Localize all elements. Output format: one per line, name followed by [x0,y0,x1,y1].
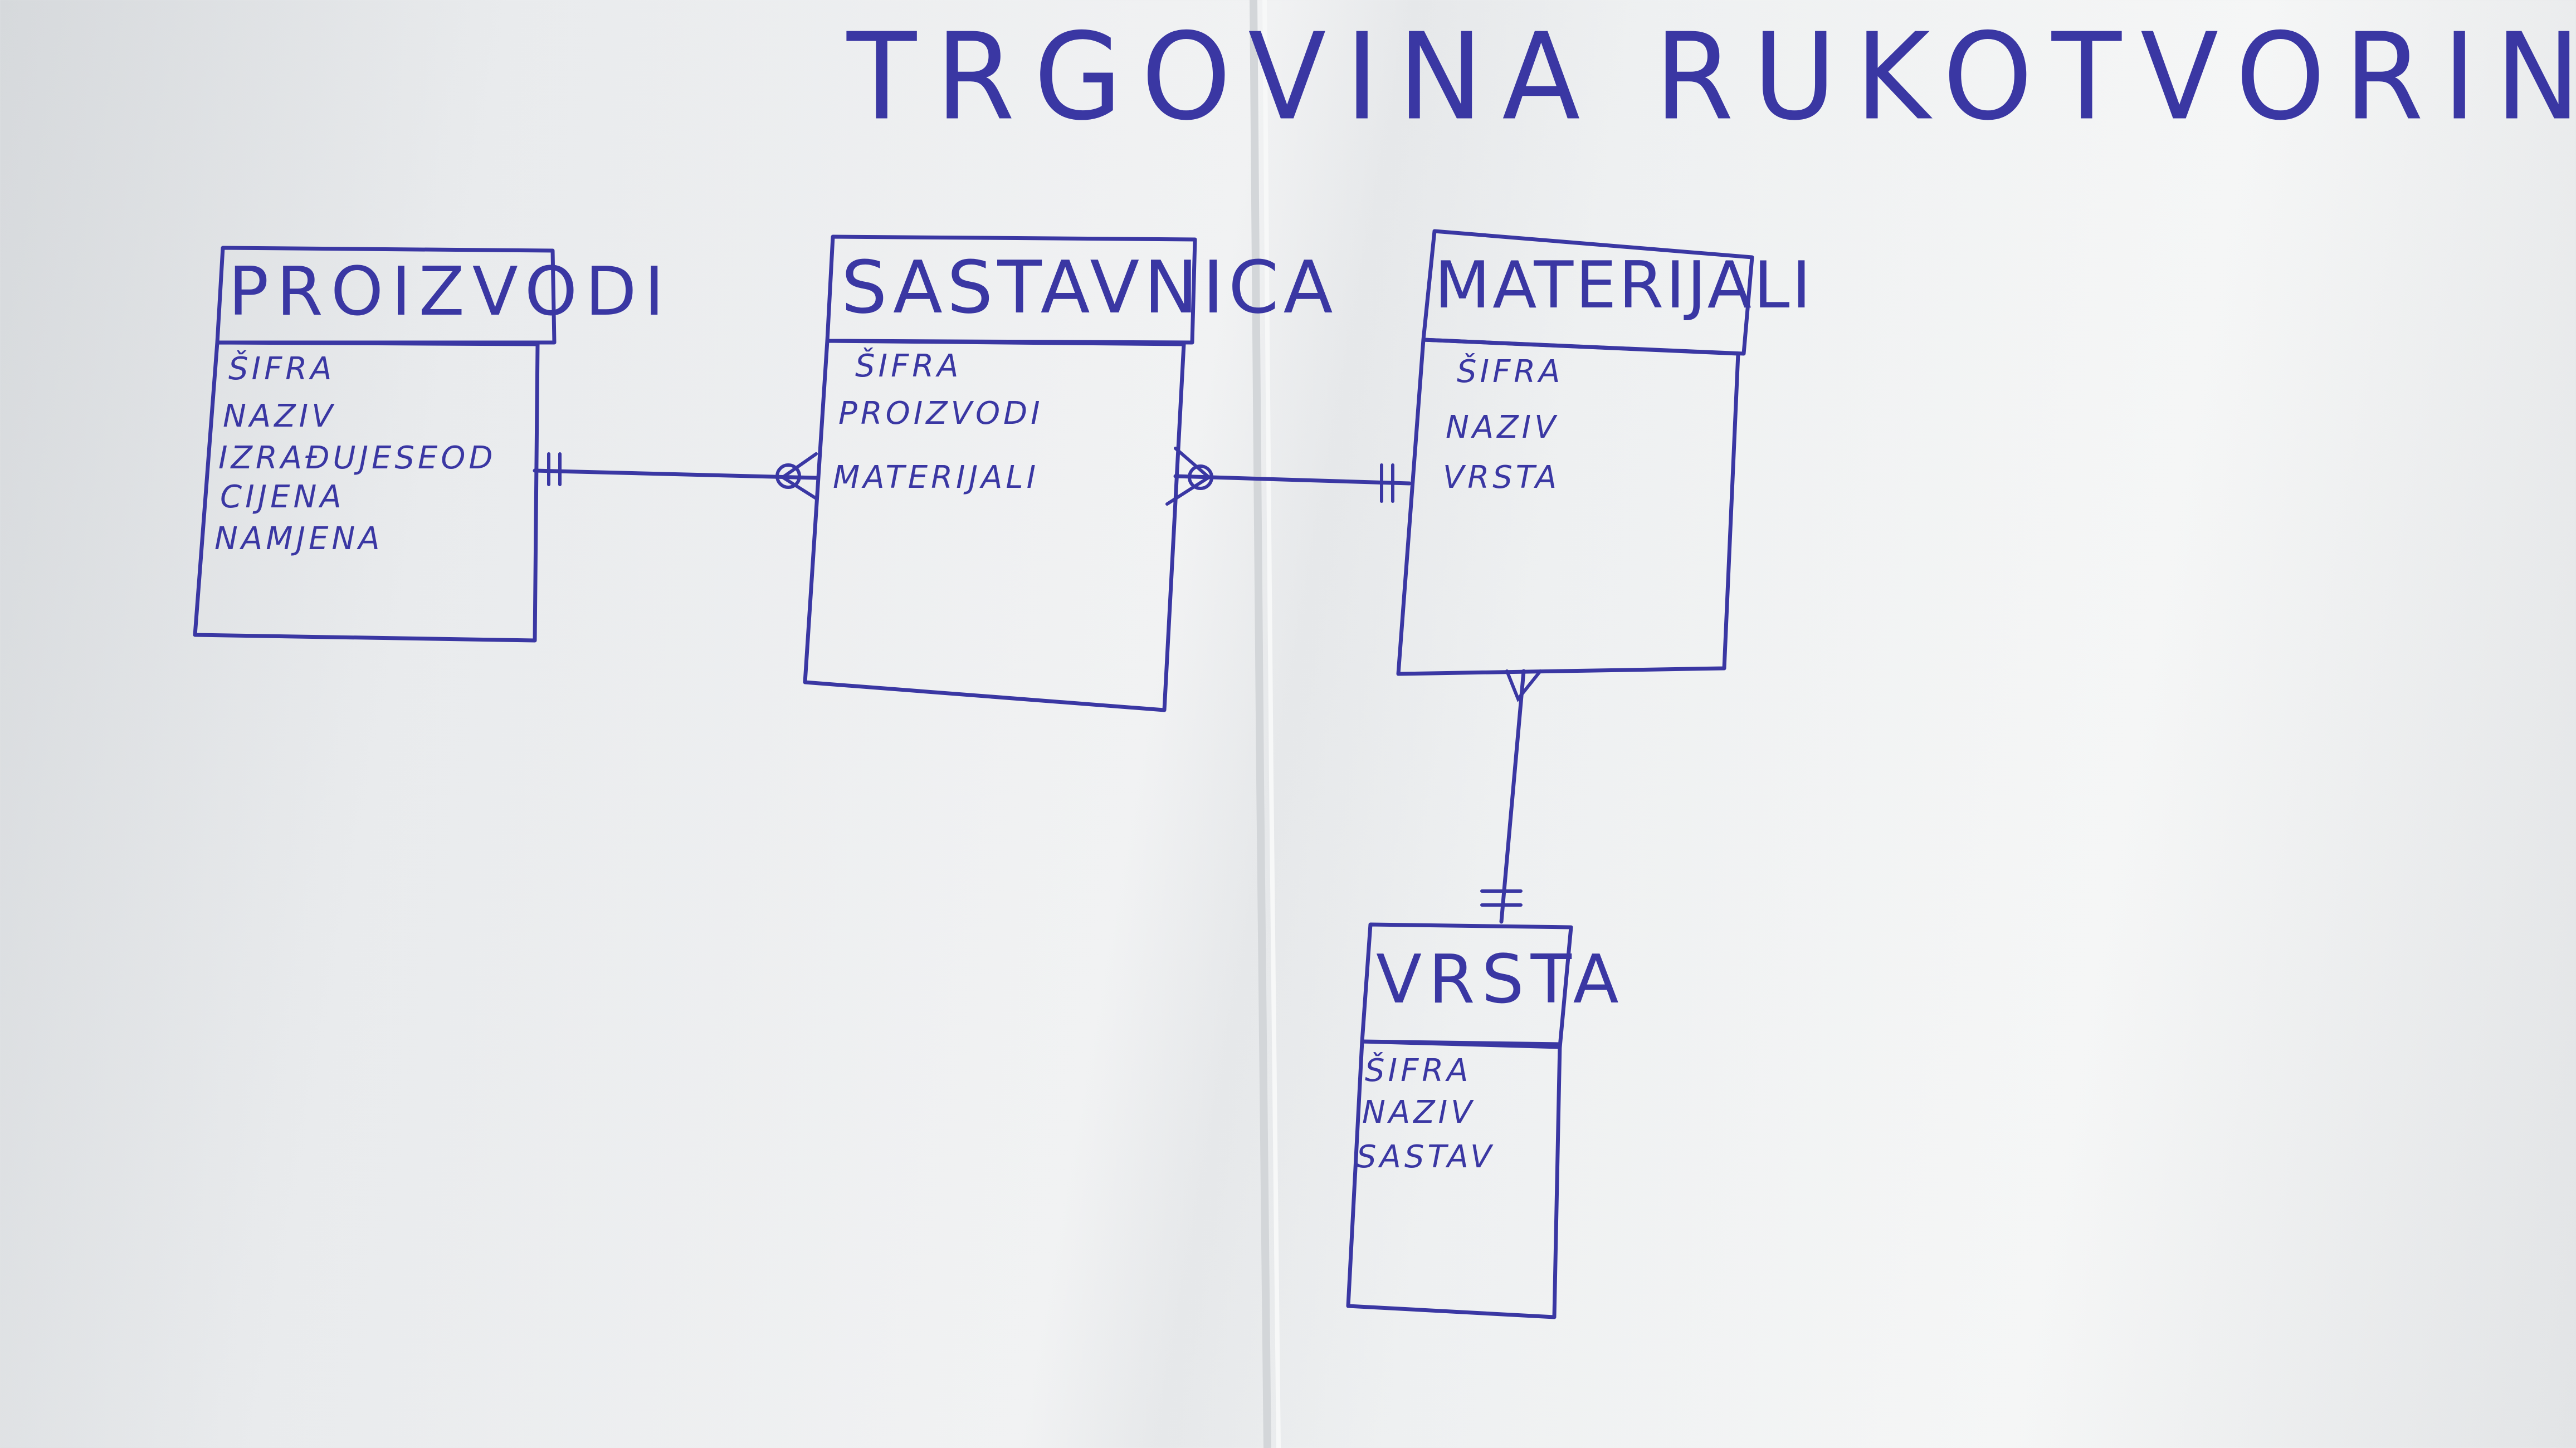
diagram-title: TRGOVINA RUKOTVORINA [847,8,2576,147]
paper-fold-highlight [1262,0,1281,1448]
attribute-sifra: ŠIFRA [855,348,962,384]
attribute-sifra: ŠIFRA [1365,1053,1472,1089]
entity-box-sastavnica [803,234,1197,712]
entity-title-sastavnica: SASTAVNICA [841,245,1338,330]
attribute-proizvodi: PROIZVODI [838,395,1043,432]
relation-proizvodi-sastavnica [533,452,818,500]
attribute-namjena: NAMJENA [214,521,383,557]
entity-title-vrsta: VRSTA [1376,941,1626,1019]
attribute-naziv: NAZIV [1446,409,1559,446]
attribute-sastav: SASTAV [1357,1139,1495,1175]
attribute-materijali: MATERIJALI [833,459,1040,496]
entity-box-proizvodi [193,246,557,643]
entity-box-materijali [1396,229,1754,676]
attribute-izraduje-se-od: IZRAĐUJESEOD [218,440,496,476]
attribute-vrsta: VRSTA [1443,459,1560,496]
entity-box-vrsta [1346,922,1573,1319]
attribute-sifra: ŠIFRA [1457,354,1564,390]
attribute-naziv: NAZIV [223,398,336,434]
relation-materijali-vrsta [1480,669,1542,924]
entity-title-materijali: MATERIJALI [1435,248,1813,323]
attribute-naziv: NAZIV [1362,1094,1476,1131]
relation-sastavnica-materijali [1165,447,1412,506]
paper-fold [1250,0,1271,1448]
entity-title-proizvodi: PROIZVODI [228,253,672,331]
attribute-cijena: CIJENA [220,479,345,515]
attribute-sifra: ŠIFRA [228,351,335,387]
